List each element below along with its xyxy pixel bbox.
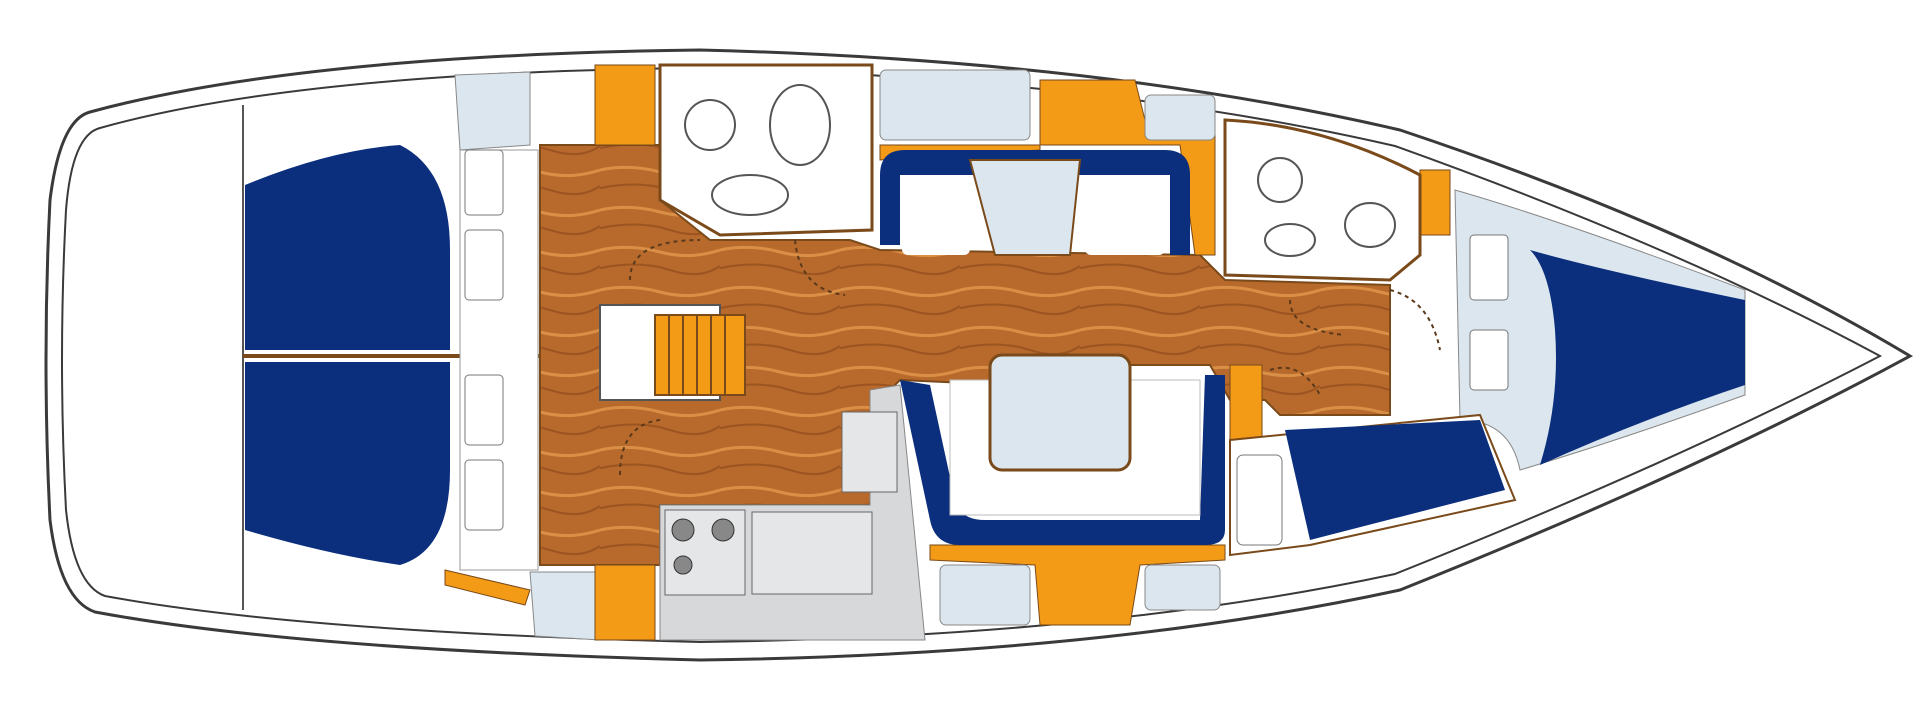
sink-icon	[1257, 157, 1303, 203]
aft-head	[658, 63, 874, 237]
companionway-stairs	[599, 304, 746, 401]
aft-cabins	[242, 71, 601, 641]
saloon-settee-port	[879, 69, 1216, 256]
sink-icon	[684, 99, 736, 151]
dinette-table	[988, 353, 1132, 472]
forward-cabin	[1454, 189, 1746, 471]
fridge-icon	[841, 411, 898, 493]
doors	[619, 239, 1441, 476]
bulkheads	[594, 64, 1451, 641]
dinette-starboard	[900, 353, 1225, 626]
toilet-icon	[769, 84, 831, 166]
aft-berth-starboard	[245, 362, 450, 565]
forward-head	[1223, 118, 1422, 282]
toilet-icon	[1344, 202, 1396, 248]
galley	[659, 384, 926, 641]
sink-icon	[751, 511, 873, 595]
guest-cabin	[1229, 413, 1517, 557]
aft-berth-port	[245, 145, 450, 350]
